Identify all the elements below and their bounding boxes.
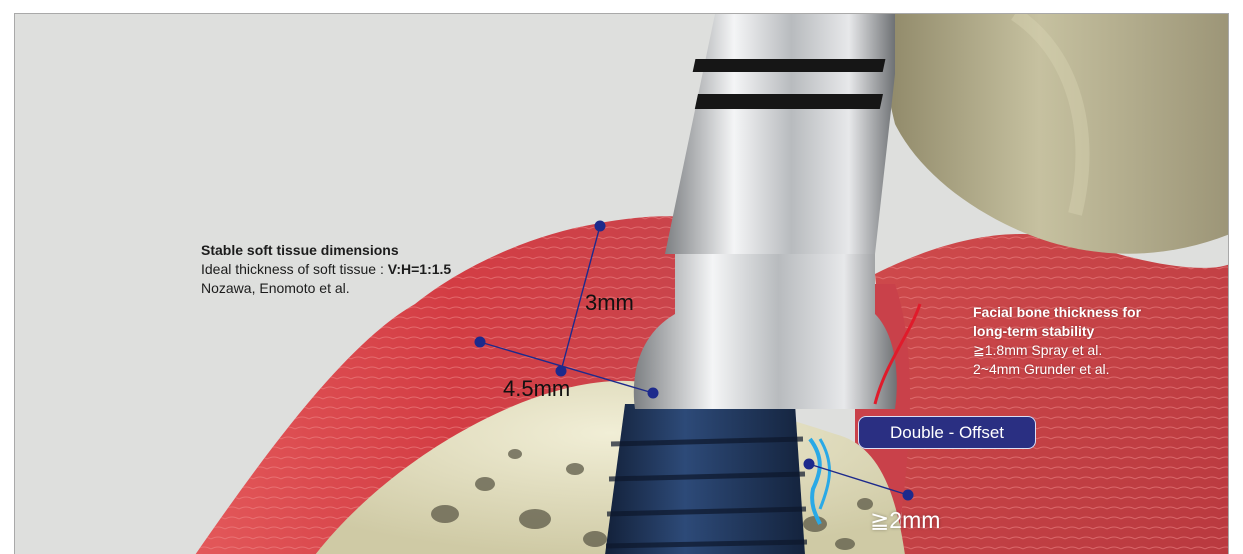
measurement-bone: ≧2mm bbox=[870, 507, 940, 534]
soft-tissue-citation: Nozawa, Enomoto et al. bbox=[201, 279, 451, 298]
soft-tissue-ratio: V:H=1:1.5 bbox=[388, 261, 451, 277]
marker-top bbox=[595, 221, 606, 232]
illustration-frame: Stable soft tissue dimensions Ideal thic… bbox=[14, 13, 1229, 554]
facial-bone-citation-2: 2~4mm Grunder et al. bbox=[973, 360, 1141, 379]
facial-bone-title-line1: Facial bone thickness for bbox=[973, 304, 1141, 320]
facial-bone-citation-1: ≧1.8mm Spray et al. bbox=[973, 341, 1141, 360]
soft-tissue-title: Stable soft tissue dimensions bbox=[201, 242, 399, 258]
marker-right bbox=[648, 388, 659, 399]
facial-bone-title-line2: long-term stability bbox=[973, 323, 1094, 339]
marker-bone-left bbox=[804, 459, 815, 470]
marker-left bbox=[475, 337, 486, 348]
marker-center bbox=[556, 366, 567, 377]
double-offset-badge: Double - Offset bbox=[858, 416, 1036, 449]
measurement-vertical: 3mm bbox=[585, 290, 634, 316]
measurement-horizontal: 4.5mm bbox=[503, 376, 570, 402]
dental-implant-illustration bbox=[15, 14, 1229, 554]
soft-tissue-line1-prefix: Ideal thickness of soft tissue : bbox=[201, 261, 388, 277]
facial-bone-note: Facial bone thickness for long-term stab… bbox=[973, 303, 1141, 379]
soft-tissue-note: Stable soft tissue dimensions Ideal thic… bbox=[201, 241, 451, 298]
marker-bone-right bbox=[903, 490, 914, 501]
